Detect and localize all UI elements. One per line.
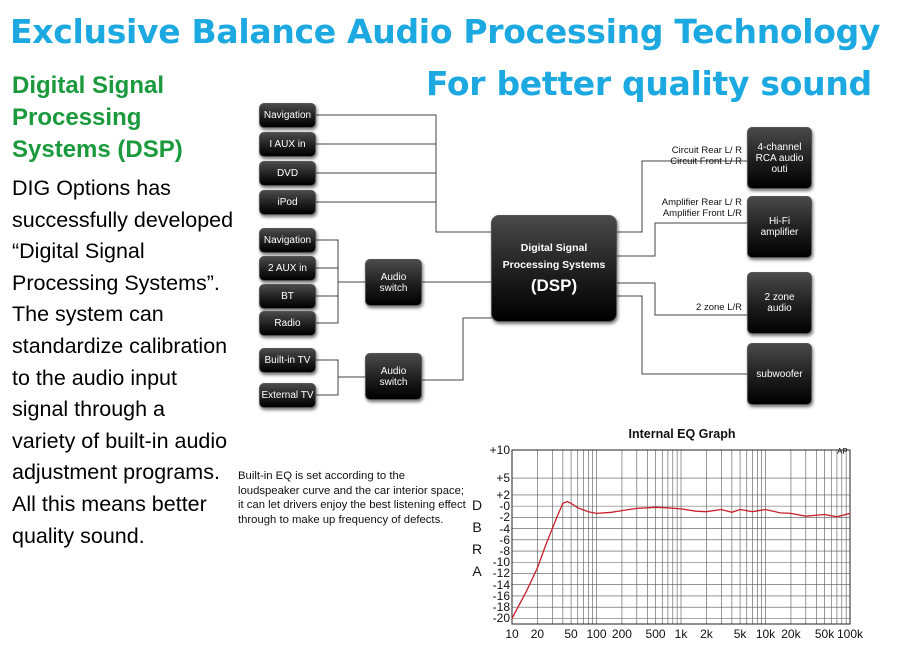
y-tick-label: -2 bbox=[499, 510, 510, 525]
y-tick-label: +2 bbox=[496, 487, 510, 502]
eq-curve bbox=[511, 500, 851, 619]
x-tick-label: 50 bbox=[564, 627, 578, 641]
y-tick-label: -20 bbox=[492, 611, 510, 626]
dsp-unit: Digital Signal Processing Systems (DSP) bbox=[491, 215, 617, 322]
chart-title: Internal EQ Graph bbox=[628, 427, 736, 441]
dsp-heading: Digital Signal Processing Systems (DSP) bbox=[12, 72, 183, 163]
x-tick-label: 2k bbox=[700, 627, 713, 641]
y-tick-label: +5 bbox=[496, 471, 510, 486]
x-tick-label: 20k bbox=[781, 627, 801, 641]
input-ipod: iPod bbox=[259, 190, 316, 215]
eq-description: Built-in EQ is set according to the loud… bbox=[238, 470, 466, 526]
output-subwoofer: subwoofer bbox=[747, 343, 812, 405]
plot-frame bbox=[511, 449, 851, 625]
y-tick-label: -18 bbox=[492, 600, 510, 615]
x-tick-label: 10 bbox=[505, 627, 519, 641]
input-bt: BT bbox=[259, 284, 316, 309]
y-tick-label: -8 bbox=[499, 544, 510, 559]
y-tick-label: -16 bbox=[492, 588, 510, 603]
input-navigation-2: Navigation bbox=[259, 228, 316, 253]
x-tick-label: 5k bbox=[733, 627, 747, 641]
x-tick-label: 500 bbox=[645, 627, 666, 641]
x-tick-label: 100k bbox=[836, 627, 864, 641]
y-tick-label: -12 bbox=[492, 566, 510, 581]
x-tick-label: 1k bbox=[674, 627, 688, 641]
label-2-zone: 2 zone L/R bbox=[696, 302, 742, 313]
input-builtin-tv: Built-in TV bbox=[259, 348, 316, 373]
y-axis-label-letter: A bbox=[472, 563, 482, 579]
input-dvd: DVD bbox=[259, 161, 316, 186]
y-tick-label: -4 bbox=[499, 521, 510, 536]
input-radio: Radio bbox=[259, 311, 316, 336]
input-external-tv: External TV bbox=[259, 383, 316, 408]
y-tick-label: +10 bbox=[489, 443, 510, 457]
input-navigation-1: Navigation bbox=[259, 103, 316, 128]
y-tick-label: -0 bbox=[499, 499, 510, 514]
x-tick-label: 100 bbox=[586, 627, 607, 641]
headline-line2: For better quality sound bbox=[426, 64, 872, 103]
x-tick-label: 10k bbox=[755, 627, 776, 641]
label-circuit: Circuit Rear L/ R Circuit Front L/ R bbox=[670, 145, 742, 167]
y-tick-label: -10 bbox=[492, 555, 510, 570]
y-tick-label: -14 bbox=[492, 577, 510, 592]
y-axis-label-letter: B bbox=[472, 519, 482, 535]
x-tick-label: 20 bbox=[530, 627, 545, 641]
y-tick-label: -6 bbox=[499, 532, 510, 547]
x-tick-label: 50k bbox=[814, 627, 835, 641]
dsp-description: DIG Options has successfully developed “… bbox=[12, 176, 234, 548]
y-axis-label-letter: D bbox=[471, 497, 483, 513]
chart-corner-tag: AP bbox=[837, 447, 848, 456]
label-amplifier: Amplifier Rear L/ R Amplifier Front L/R bbox=[661, 197, 742, 219]
input-aux-2: 2 AUX in bbox=[259, 256, 316, 281]
headline-line1: Exclusive Balance Audio Processing Techn… bbox=[10, 12, 881, 51]
y-axis-label-letter: R bbox=[471, 541, 483, 557]
input-aux-1: I AUX in bbox=[259, 132, 316, 157]
x-tick-label: 200 bbox=[611, 627, 632, 641]
